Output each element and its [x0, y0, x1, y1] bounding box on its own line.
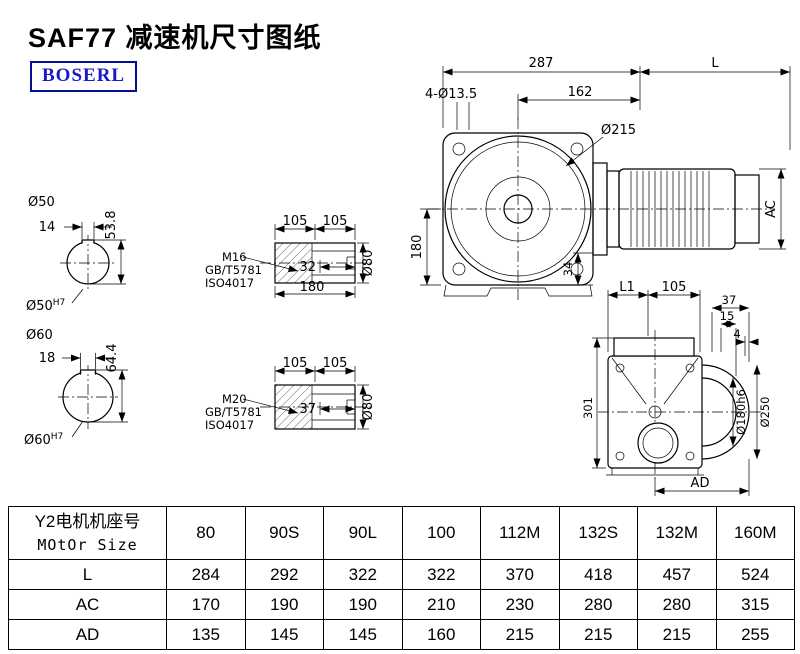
dim-value-cell: 418: [558, 559, 638, 590]
dim-d180h6: Ø180h6: [734, 389, 748, 435]
dim-301: 301: [581, 397, 595, 419]
dim-value-cell: 160: [401, 619, 481, 650]
dim-105-left: 105: [283, 356, 308, 371]
dim-value-cell: 292: [244, 559, 324, 590]
shaft-section-top: Ø50 14 53.8 Ø50H7: [26, 195, 126, 314]
shaft-section-bottom: Ø60 18 64.4 Ø60H7: [24, 328, 128, 448]
dim-value-cell: 145: [323, 619, 403, 650]
dim-value-cell: 215: [558, 619, 638, 650]
dim-14: 14: [39, 220, 56, 235]
dim-bolt-holes: 4-Ø13.5: [425, 87, 477, 102]
dim-value-cell: 315: [715, 589, 795, 620]
dim-64-4: 64.4: [105, 344, 120, 373]
dim-value-cell: 215: [480, 619, 560, 650]
frame-size-cell: 132M: [637, 506, 717, 560]
dim-37-side: 37: [722, 293, 737, 307]
label-d60: Ø60: [26, 328, 53, 343]
header-en: MOtOr Size: [37, 536, 138, 554]
dim-L: L: [711, 56, 719, 71]
dim-value-cell: 145: [244, 619, 324, 650]
dim-value-cell: 284: [166, 559, 246, 590]
motor-size-header-cell: Y2电机机座号 MOtOr Size: [8, 506, 167, 560]
dim-value-cell: 135: [166, 619, 246, 650]
table-row-L: L 284 292 322 322 370 418 457 524: [8, 559, 795, 590]
frame-size-cell: 132S: [558, 506, 638, 560]
row-label-cell: AD: [8, 619, 167, 650]
dim-d80-bottom: Ø80: [361, 394, 376, 421]
thread-label: M20: [222, 392, 247, 406]
dim-d250: Ø250: [758, 396, 772, 427]
dim-value-cell: 280: [637, 589, 717, 620]
dim-105-left: 105: [283, 214, 308, 229]
dim-value-cell: 190: [323, 589, 403, 620]
dim-value-cell: 457: [637, 559, 717, 590]
dim-15: 15: [720, 309, 735, 323]
dim-L1: L1: [619, 280, 635, 295]
dim-value-cell: 170: [166, 589, 246, 620]
dim-value-cell: 280: [558, 589, 638, 620]
frame-size-cell: 80: [166, 506, 246, 560]
dim-AC: AC: [764, 200, 779, 218]
shaft-detail-top: 105 105 M16 GB/T5781 ISO4017 32 180 Ø80: [205, 214, 376, 298]
front-view: 287 L 162 4-Ø13.5 Ø215 180 AC 34: [410, 56, 791, 300]
frame-size-cell: 112M: [480, 506, 560, 560]
dim-105-side: 105: [662, 280, 687, 295]
dim-180-shaft: 180: [300, 280, 325, 295]
dim-value-cell: 215: [637, 619, 717, 650]
dim-AD: AD: [691, 476, 710, 491]
dim-180: 180: [410, 235, 425, 260]
header-cn: Y2电机机座号: [34, 512, 141, 531]
dim-value-cell: 370: [480, 559, 560, 590]
motor-fins: [630, 171, 710, 247]
boserl-logo: BOSERL: [30, 61, 138, 92]
dim-value-cell: 210: [401, 589, 481, 620]
frame-size-cell: 100: [401, 506, 481, 560]
standard-iso-label: ISO4017: [205, 418, 254, 432]
table-row-AC: AC 170 190 190 210 230 280 280 315: [8, 589, 795, 620]
dim-value-cell: 230: [480, 589, 560, 620]
dim-105-right: 105: [323, 214, 348, 229]
dim-value-cell: 322: [401, 559, 481, 590]
side-view: L1 105 37 15 4 301 Ø180h6 Ø250: [581, 280, 772, 496]
row-label-cell: L: [8, 559, 167, 590]
table-header-row: Y2电机机座号 MOtOr Size 80 90S 90L 100 112M 1…: [8, 506, 795, 560]
label-d60h7-base: Ø60: [24, 433, 51, 448]
frame-size-cell: 90L: [323, 506, 403, 560]
label-d50h7: Ø50H7: [26, 298, 65, 314]
motor-size-table: Y2电机机座号 MOtOr Size 80 90S 90L 100 112M 1…: [8, 506, 795, 650]
standard-iso-label: ISO4017: [205, 276, 254, 290]
label-d50h7-base: Ø50: [26, 299, 53, 314]
dim-value-cell: 190: [244, 589, 324, 620]
frame-size-cell: 160M: [715, 506, 795, 560]
dim-value-cell: 255: [715, 619, 795, 650]
label-d50h7-sup: H7: [53, 298, 66, 308]
technical-drawing: 287 L 162 4-Ø13.5 Ø215 180 AC 34: [24, 56, 791, 496]
dim-162: 162: [568, 85, 593, 100]
thread-label: M16: [222, 250, 247, 264]
standard-gb-label: GB/T5781: [205, 405, 262, 419]
dim-37-shaft: 37: [299, 402, 316, 417]
standard-gb-label: GB/T5781: [205, 263, 262, 277]
dim-value-cell: 524: [715, 559, 795, 590]
table-row-AD: AD 135 145 145 160 215 215 215 255: [8, 619, 795, 650]
dim-34: 34: [561, 262, 575, 277]
label-d50: Ø50: [28, 195, 55, 210]
page-title: SAF77 减速机尺寸图纸: [28, 23, 322, 53]
dim-d80-top: Ø80: [361, 250, 376, 277]
dim-287: 287: [529, 56, 554, 71]
shaft-detail-bottom: 105 105 M20 GB/T5781 ISO4017 37 Ø80: [205, 356, 376, 432]
dim-32: 32: [299, 260, 316, 275]
dim-4: 4: [733, 327, 740, 341]
dim-53-8: 53.8: [104, 211, 119, 240]
frame-size-cell: 90S: [244, 506, 324, 560]
dim-105-right: 105: [323, 356, 348, 371]
dim-d215: Ø215: [601, 123, 636, 138]
label-d60h7-sup: H7: [51, 432, 64, 442]
row-label-cell: AC: [8, 589, 167, 620]
label-d60h7: Ø60H7: [24, 432, 63, 448]
dim-value-cell: 322: [323, 559, 403, 590]
boserl-logo-text: BOSERL: [42, 65, 126, 86]
dim-18: 18: [39, 351, 56, 366]
